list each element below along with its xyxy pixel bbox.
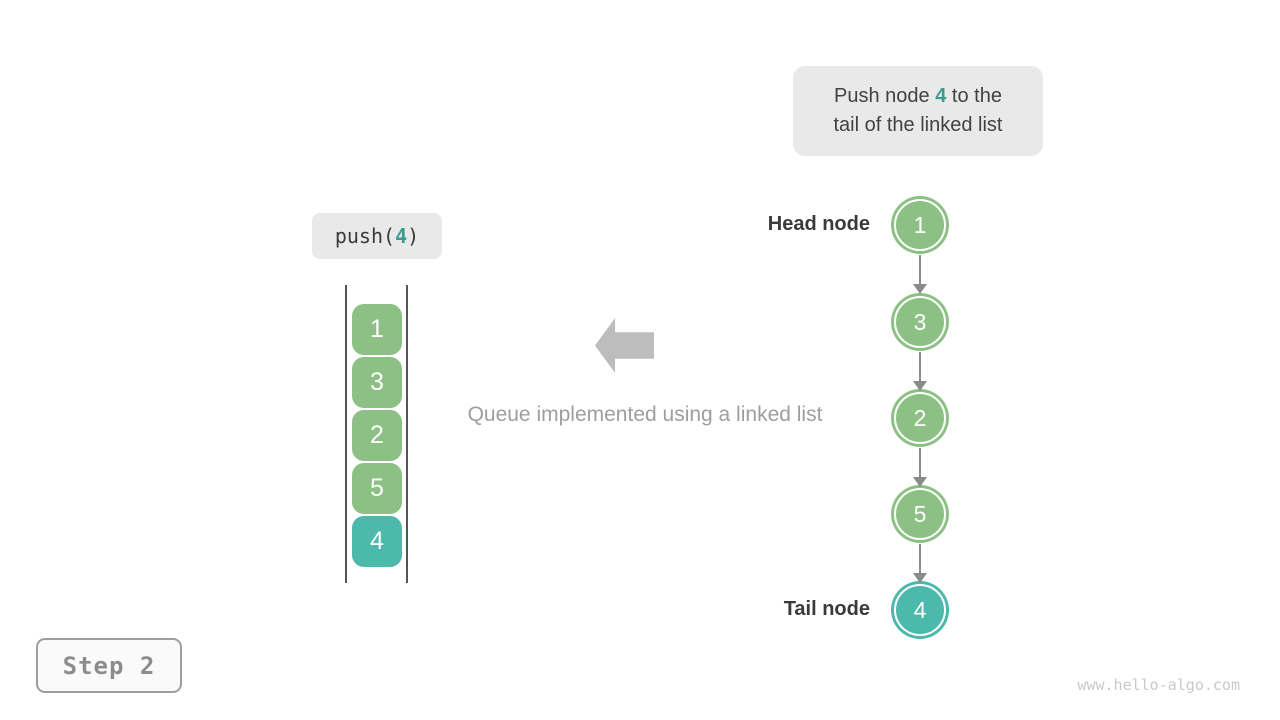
node-value: 4 (913, 596, 927, 623)
next-pointer-arrow-icon (919, 448, 921, 485)
tail-node-label: Tail node (783, 598, 870, 620)
queue-item-value: 5 (370, 474, 384, 502)
linked-list-node: 3 (894, 296, 946, 348)
queue-item-value: 1 (370, 315, 384, 343)
left-block-arrow-icon (595, 318, 654, 373)
linked-list-node: 5 (894, 488, 946, 540)
push-call-arg: 4 (395, 224, 408, 248)
queue-item: 2 (352, 410, 402, 461)
queue-item-value: 4 (370, 527, 384, 555)
push-call-prefix: push( (334, 224, 396, 248)
next-pointer-arrow-icon (919, 544, 921, 581)
next-pointer-arrow-icon (919, 255, 921, 292)
queue-item-value: 2 (370, 421, 384, 449)
next-pointer-arrow-icon (919, 352, 921, 389)
watermark: www.hello-algo.com (1077, 676, 1240, 694)
head-node-label: Head node (767, 213, 870, 235)
queue-wall-left (345, 285, 347, 583)
queue-item: 5 (352, 463, 402, 514)
queue-item: 1 (352, 304, 402, 355)
callout-line1: Push node 4 to the (834, 82, 1002, 111)
callout-value: 4 (935, 85, 947, 107)
linked-list-node: 2 (894, 392, 946, 444)
queue-wall-right (406, 285, 408, 583)
node-value: 5 (913, 500, 927, 527)
queue-item-value: 3 (370, 368, 384, 396)
step-badge-label: Step 2 (62, 651, 156, 680)
linked-list-node: 1 (894, 199, 946, 251)
node-value: 2 (913, 404, 927, 431)
push-call-suffix: ) (407, 224, 420, 248)
queue-item-pushed: 4 (352, 516, 402, 567)
push-call-label: push(4) (312, 213, 442, 259)
caption-text: Queue implemented using a linked list (467, 403, 823, 426)
callout-line1-prefix: Push node (834, 85, 936, 107)
step-badge: Step 2 (36, 638, 182, 693)
callout-bubble: Push node 4 to the tail of the linked li… (793, 66, 1043, 156)
node-value: 1 (913, 211, 927, 238)
queue-item: 3 (352, 357, 402, 408)
callout-line1-suffix: to the (946, 85, 1002, 107)
linked-list-node-tail: 4 (894, 584, 946, 636)
callout-line2: tail of the linked list (833, 114, 1003, 136)
node-value: 3 (913, 308, 927, 335)
